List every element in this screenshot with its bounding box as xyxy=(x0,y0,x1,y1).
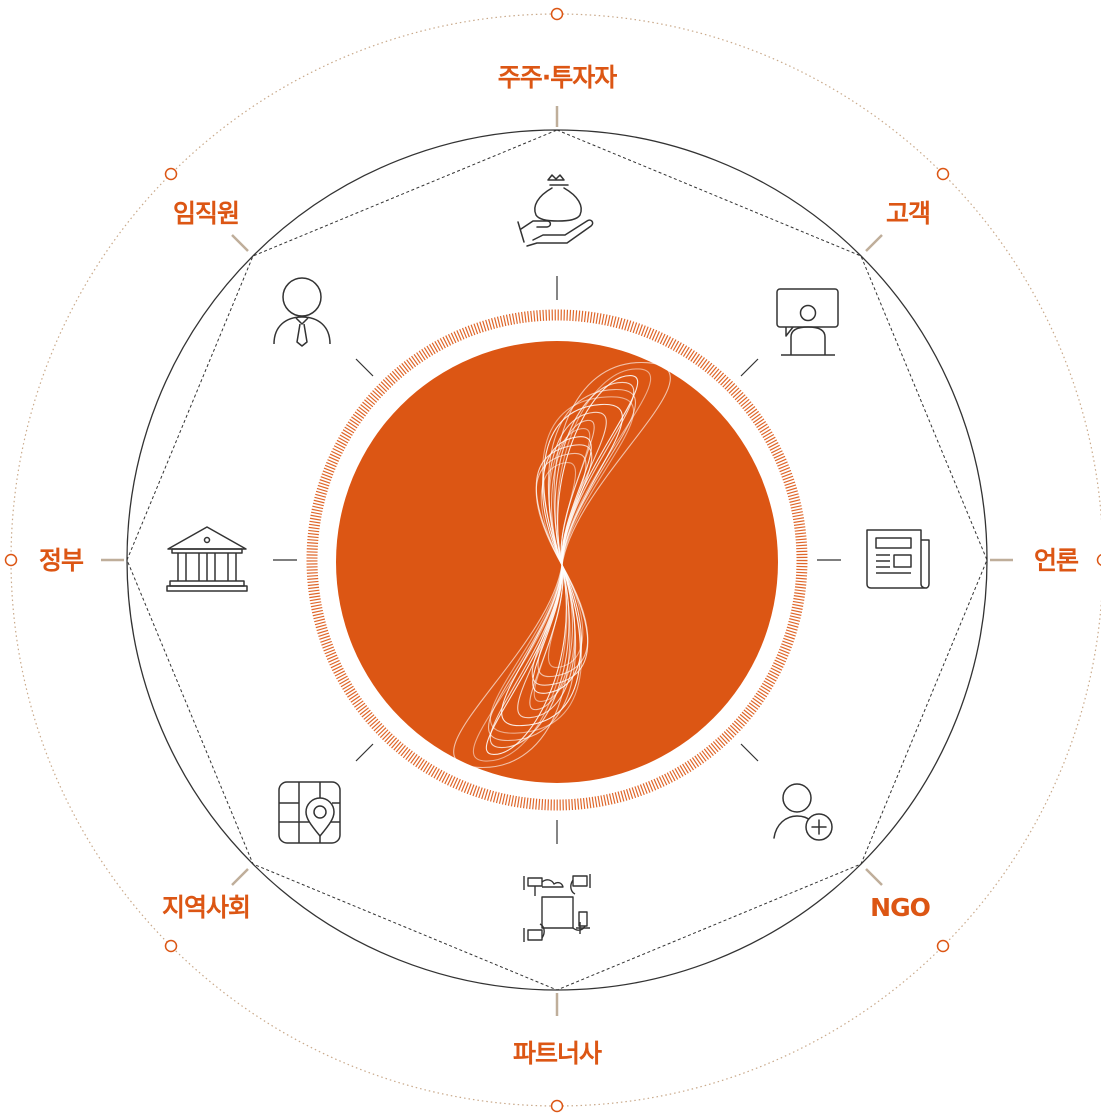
label-media: 언론 xyxy=(1034,546,1079,575)
swirl-curve xyxy=(453,564,571,768)
outer-ring-markers xyxy=(4,7,1101,1113)
swirl-curve xyxy=(532,564,582,694)
swirl-curve xyxy=(529,564,573,711)
label-ngo: NGO xyxy=(870,893,930,922)
inner-divider xyxy=(740,743,759,762)
person-add-icon xyxy=(773,783,833,841)
joined-hands-icon xyxy=(523,874,591,942)
swirl-curve xyxy=(553,362,671,566)
customer-chat-icon xyxy=(776,288,839,356)
ring-marker xyxy=(550,1099,564,1113)
hatched-ring xyxy=(306,309,808,811)
dashed-octagon xyxy=(126,129,988,991)
map-pin-icon xyxy=(278,781,341,844)
label-tick xyxy=(231,868,249,886)
ring-marker xyxy=(936,167,950,181)
swirl-curve xyxy=(501,564,581,727)
newspaper-icon xyxy=(866,529,930,589)
inner-dividers xyxy=(273,276,841,844)
ring-marker xyxy=(936,939,950,953)
ring-marker xyxy=(164,167,178,181)
inner-divider xyxy=(355,743,374,762)
swirl-curve xyxy=(486,564,567,756)
swirl-curve xyxy=(551,419,595,566)
swirl-curve xyxy=(487,564,577,742)
swirl-curve xyxy=(556,368,652,566)
swirl-curve xyxy=(489,564,570,749)
swirl-curve xyxy=(542,396,634,566)
inner-divider xyxy=(740,358,759,377)
center-disc xyxy=(336,341,778,783)
label-government: 정부 xyxy=(39,546,84,575)
money-bag-hand-icon xyxy=(517,174,594,247)
label-employees: 임직원 xyxy=(173,199,239,228)
swirl-curve xyxy=(472,564,568,762)
ring-marker xyxy=(164,939,178,953)
label-shareholders: 주주·투자자 xyxy=(498,63,617,92)
label-tick xyxy=(865,868,883,886)
swirl-curve xyxy=(543,403,623,566)
swirl-curve xyxy=(542,436,592,566)
ring-marker xyxy=(1096,554,1101,566)
center-swirl xyxy=(453,362,671,768)
swirl-curve xyxy=(557,374,638,566)
label-tick xyxy=(865,234,883,252)
employee-icon xyxy=(273,277,331,347)
label-partners: 파트너사 xyxy=(513,1039,602,1068)
label-tick xyxy=(231,234,249,252)
swirl-curve xyxy=(490,564,582,734)
inner-divider xyxy=(355,358,374,377)
government-building-icon xyxy=(166,526,248,592)
label-ticks xyxy=(101,106,1013,1016)
swirl-curve xyxy=(554,381,635,566)
label-customers: 고객 xyxy=(886,199,930,228)
swirl-curve xyxy=(547,388,637,566)
ring-marker xyxy=(550,7,564,21)
ring-marker xyxy=(4,553,18,567)
label-community: 지역사회 xyxy=(162,893,250,922)
